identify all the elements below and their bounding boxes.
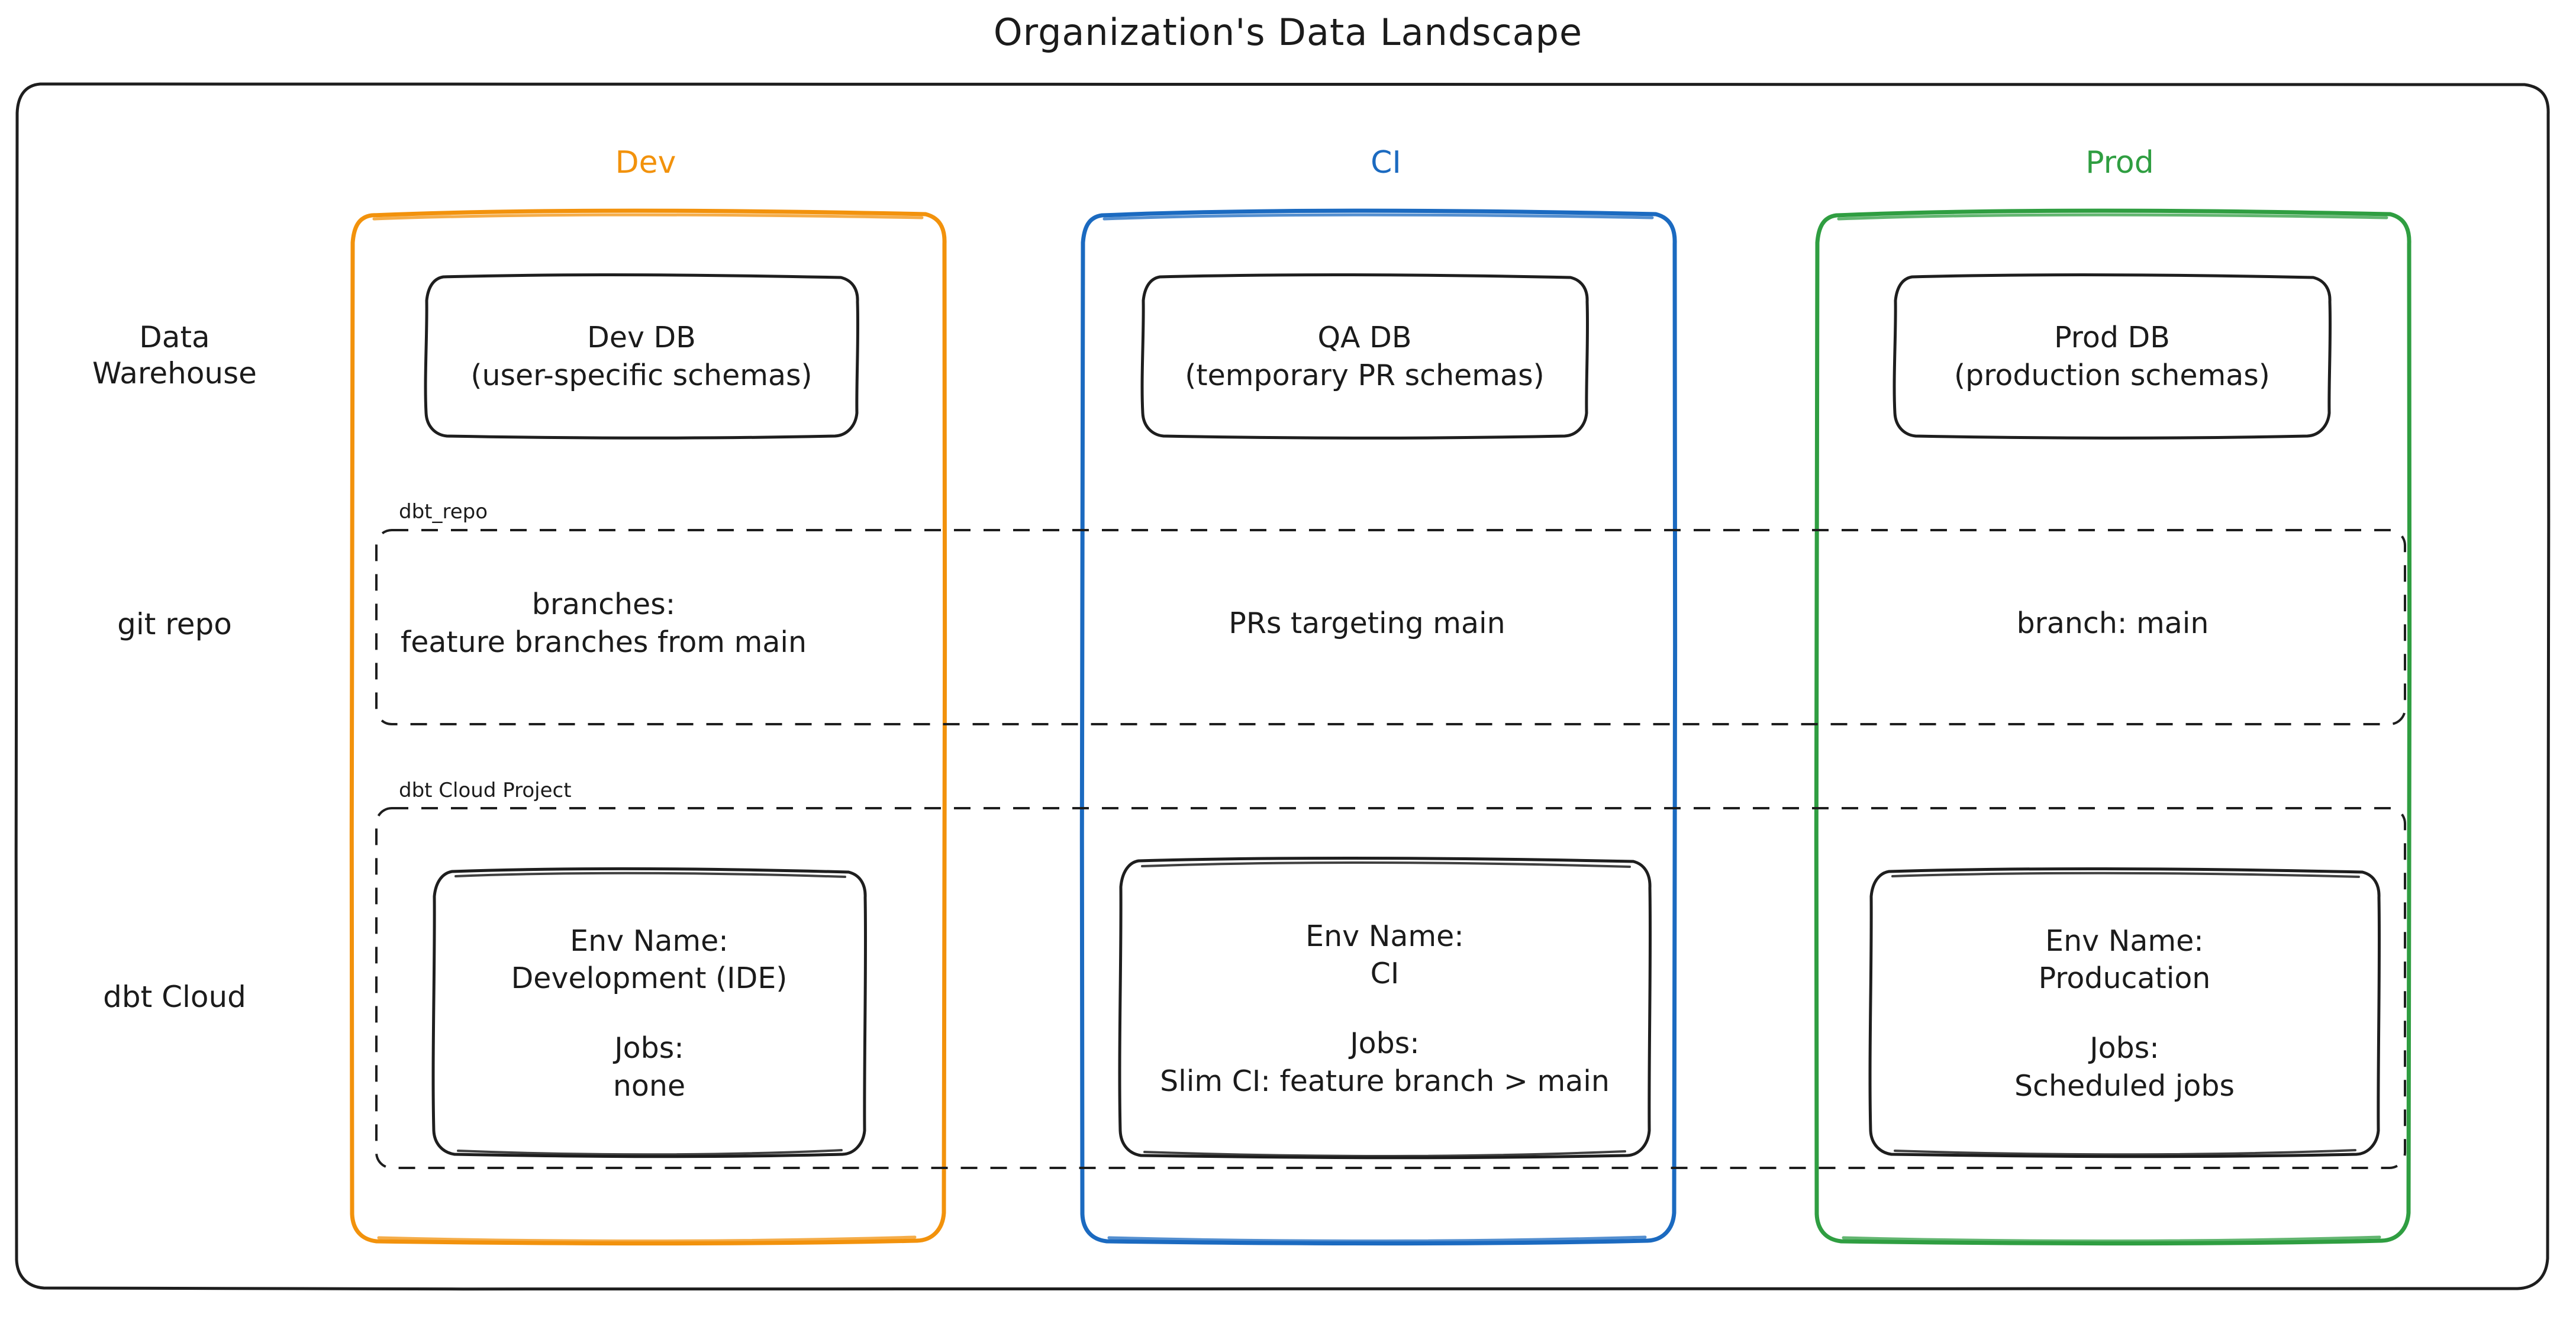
git-repo-dev-line2: feature branches from main	[400, 625, 807, 659]
diagram-outer-frame	[13, 80, 2552, 1293]
column-header-prod: Prod	[2085, 145, 2154, 180]
git-repo-ci-text: PRs targeting main	[1142, 605, 1592, 643]
node-prod-db[interactable]: Prod DB (production schemas)	[1890, 272, 2335, 441]
git-repo-dev-line1: branches:	[531, 588, 676, 621]
environment-column-dev[interactable]	[348, 207, 949, 1248]
git-repo-prod-line1: branch: main	[2016, 606, 2209, 640]
environment-column-prod[interactable]	[1813, 207, 2414, 1248]
row-label-line1: Data	[139, 320, 210, 354]
dashed-group-label-dbt-cloud-project: dbt Cloud Project	[395, 779, 575, 802]
row-label-line2: Warehouse	[92, 356, 257, 390]
row-label-data-warehouse: Data Warehouse	[47, 319, 302, 392]
environment-column-ci[interactable]	[1078, 207, 1679, 1248]
dashed-group-dbt-repo	[373, 527, 2409, 728]
git-repo-ci-line1: PRs targeting main	[1229, 606, 1505, 640]
row-label-line1: git repo	[117, 607, 232, 641]
row-label-dbt-cloud: dbt Cloud	[47, 979, 302, 1015]
column-header-ci: CI	[1371, 145, 1401, 180]
dashed-group-label-dbt-repo: dbt_repo	[395, 500, 492, 524]
git-repo-prod-text: branch: main	[1888, 605, 2338, 643]
row-label-line1: dbt Cloud	[103, 980, 246, 1014]
node-qa-db[interactable]: QA DB (temporary PR schemas)	[1137, 272, 1592, 441]
node-ci-environment[interactable]: Env Name: CI Jobs: Slim CI: feature bran…	[1113, 855, 1657, 1163]
dashed-group-dbt-cloud-project	[373, 805, 2409, 1171]
column-header-dev: Dev	[615, 145, 676, 180]
git-repo-dev-text: branches: feature branches from main	[379, 586, 828, 661]
node-dev-db[interactable]: Dev DB (user-specific schemas)	[421, 272, 862, 441]
node-dev-environment[interactable]: Env Name: Development (IDE) Jobs: none	[427, 866, 871, 1161]
page-title: Organization's Data Landscape	[993, 11, 1583, 54]
row-label-git-repo: git repo	[47, 606, 302, 643]
node-prod-environment[interactable]: Env Name: Producation Jobs: Scheduled jo…	[1864, 866, 2385, 1161]
